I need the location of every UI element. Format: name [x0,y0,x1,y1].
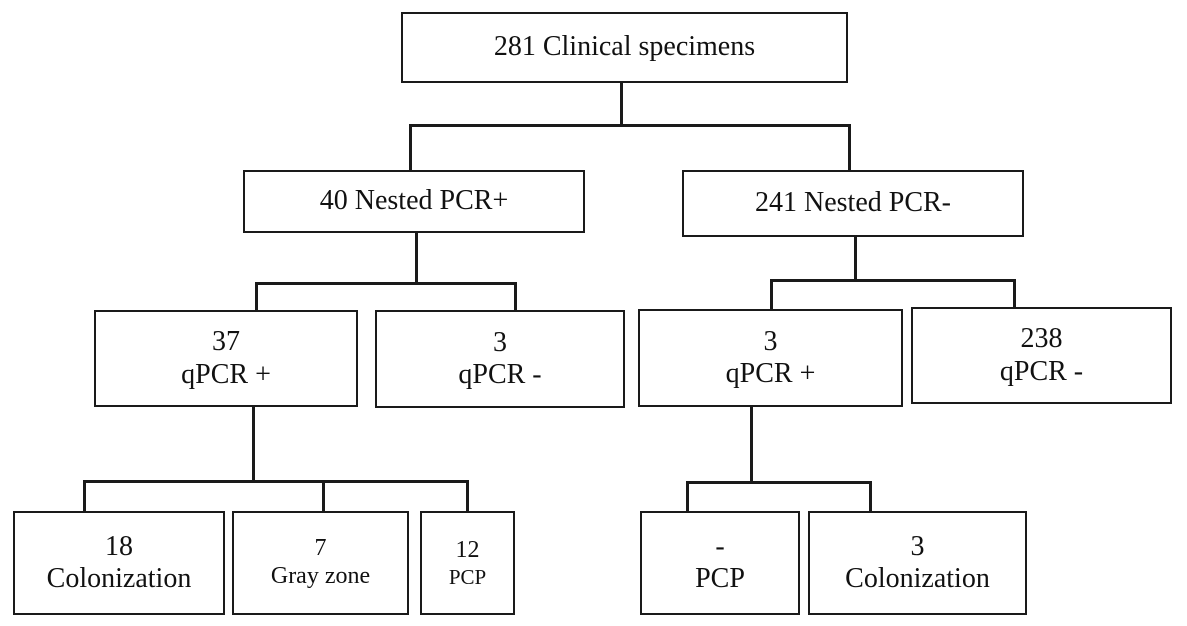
connector-line [869,481,872,513]
nested-pcr-negative-node: 241 Nested PCR- [682,170,1024,237]
connector-line [255,282,517,285]
node-label: qPCR + [725,358,816,389]
node-label: 241 Nested PCR- [755,187,951,219]
connector-line [770,279,1016,282]
node-label: Colonization [46,563,192,594]
colonization-node-right: 3 Colonization [808,511,1027,615]
connector-line [83,480,86,513]
connector-line [409,124,850,127]
node-label: PCP [695,563,745,594]
connector-line [854,236,857,281]
node-count: 238 [1020,323,1063,355]
connector-line [83,480,469,483]
node-count: 3 [910,530,925,562]
node-label: PCP [448,564,487,589]
colonization-node-left: 18 Colonization [13,511,225,615]
connector-line [686,481,689,513]
node-label: Gray zone [270,563,371,589]
connector-line [750,406,753,483]
node-label: qPCR - [999,355,1084,387]
connector-line [770,279,773,311]
node-label: 281 Clinical specimens [493,31,756,63]
connector-line [415,232,418,284]
connector-line [255,282,258,312]
qpcr-positive-node-left: 37 qPCR + [94,310,358,407]
node-count: 12 [455,537,480,564]
connector-line [514,282,517,312]
node-count: - [715,530,725,562]
node-label: Colonization [845,563,990,594]
connector-line [322,480,325,513]
pcp-node-right: - PCP [640,511,800,615]
node-count: 37 [212,326,240,358]
connector-line [466,480,469,513]
node-count: 7 [314,535,327,562]
node-label: 40 Nested PCR+ [319,185,509,217]
qpcr-positive-node-right: 3 qPCR + [638,309,903,407]
connector-line [686,481,872,484]
connector-line [848,124,851,170]
node-count: 3 [493,326,507,358]
connector-line [252,406,255,482]
qpcr-negative-node-left: 3 qPCR - [375,310,625,408]
qpcr-negative-node-right: 238 qPCR - [911,307,1172,404]
connector-line [1013,279,1016,309]
node-count: 3 [763,325,778,357]
node-label: qPCR - [458,359,542,390]
node-label: qPCR + [181,358,271,390]
gray-zone-node: 7 Gray zone [232,511,409,615]
pcp-node-left: 12 PCP [420,511,515,615]
node-count: 18 [105,530,133,562]
nested-pcr-positive-node: 40 Nested PCR+ [243,170,585,233]
root-node: 281 Clinical specimens [401,12,848,83]
connector-line [409,124,412,170]
connector-line [620,82,623,127]
